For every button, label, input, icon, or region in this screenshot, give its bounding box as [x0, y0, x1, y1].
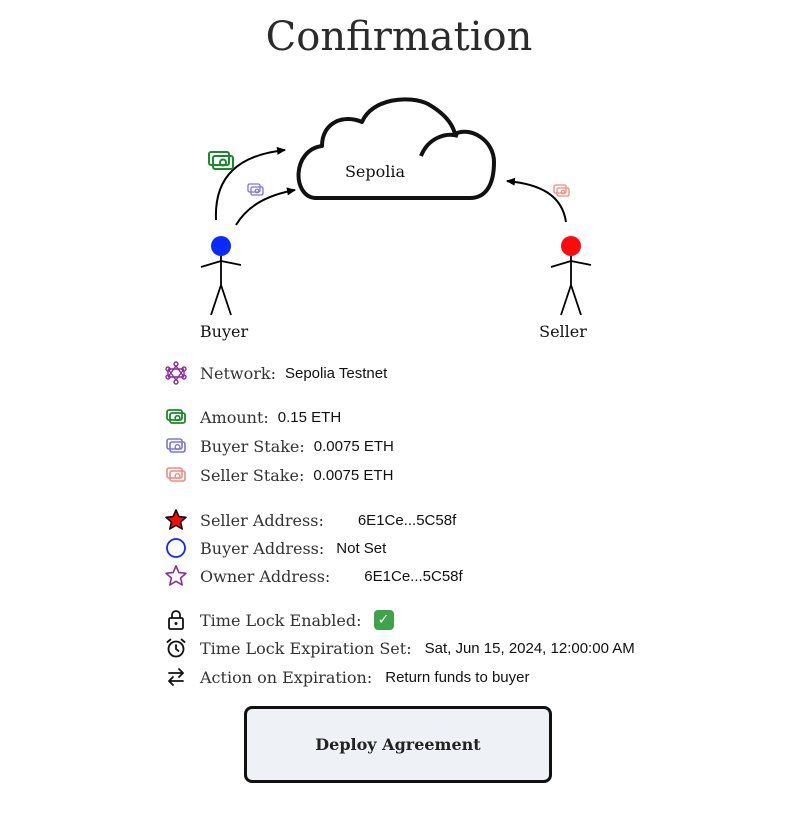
cash-icon — [163, 463, 189, 487]
action-on-expiration-label: Action on Expiration: — [200, 667, 373, 687]
seller-figure — [550, 236, 592, 316]
buyer-stake-cash-icon — [247, 183, 264, 196]
cloud-label: Sepolia — [345, 162, 406, 181]
action-on-expiration-value: Return funds to buyer — [385, 668, 530, 686]
owner-address-label: Owner Address: — [200, 566, 331, 586]
time-lock-expiration-row: Time Lock Expiration Set: Sat, Jun 15, 2… — [163, 636, 635, 660]
alarm-clock-icon — [163, 636, 189, 660]
seller-label: Seller — [539, 322, 587, 341]
circle-icon — [163, 536, 189, 560]
amount-row: Amount: 0.15 ETH — [163, 405, 341, 429]
time-lock-expiration-label: Time Lock Expiration Set: — [200, 638, 412, 658]
time-lock-expiration-value: Sat, Jun 15, 2024, 12:00:00 AM — [424, 639, 635, 657]
time-lock-enabled-row: Time Lock Enabled: ✓ — [163, 608, 394, 632]
cash-icon — [163, 405, 189, 429]
seller-stake-value: 0.0075 ETH — [313, 466, 394, 484]
time-lock-enabled-label: Time Lock Enabled: — [200, 610, 362, 630]
buyer-stake-row: Buyer Stake: 0.0075 ETH — [163, 434, 394, 458]
network-icon — [163, 361, 189, 385]
buyer-amount-arrow — [214, 146, 286, 221]
cash-icon — [163, 434, 189, 458]
buyer-address-label: Buyer Address: — [200, 538, 325, 558]
seller-stake-cash-icon — [553, 184, 570, 197]
buyer-address-value: Not Set — [336, 539, 387, 557]
star-filled-icon — [163, 508, 189, 532]
amount-value: 0.15 ETH — [277, 408, 342, 426]
checkmark-icon: ✓ — [373, 610, 394, 630]
seller-address-row: Seller Address: 6E1Ce...5C58f — [163, 508, 456, 532]
deploy-agreement-button[interactable]: Deploy Agreement — [244, 706, 552, 783]
seller-stake-arrow — [506, 177, 567, 223]
transaction-diagram: Sepolia Buyer — [0, 0, 798, 350]
buyer-address-row: Buyer Address: Not Set — [163, 536, 386, 560]
cloud-icon — [296, 97, 496, 200]
network-label: Network: — [200, 363, 276, 383]
amount-cash-icon — [208, 151, 234, 170]
action-on-expiration-row: Action on Expiration: Return funds to bu… — [163, 665, 530, 689]
buyer-label: Buyer — [200, 322, 249, 341]
seller-address-label: Seller Address: — [200, 510, 324, 530]
star-outline-icon — [163, 564, 189, 588]
seller-stake-row: Seller Stake: 0.0075 ETH — [163, 463, 393, 487]
page-title: Confirmation — [265, 14, 533, 60]
owner-address-value: 6E1Ce...5C58f — [364, 567, 463, 585]
buyer-figure — [200, 236, 242, 316]
lock-icon — [163, 608, 189, 632]
owner-address-row: Owner Address: 6E1Ce...5C58f — [163, 564, 463, 588]
swap-arrows-icon — [163, 665, 189, 689]
buyer-stake-value: 0.0075 ETH — [313, 437, 394, 455]
network-row: Network: Sepolia Testnet — [163, 361, 387, 385]
seller-address-value: 6E1Ce...5C58f — [357, 511, 457, 529]
buyer-stake-arrow — [235, 187, 296, 226]
buyer-stake-label: Buyer Stake: — [200, 436, 305, 456]
amount-label: Amount: — [200, 407, 269, 427]
seller-stake-label: Seller Stake: — [200, 465, 305, 485]
network-value: Sepolia Testnet — [284, 364, 388, 382]
